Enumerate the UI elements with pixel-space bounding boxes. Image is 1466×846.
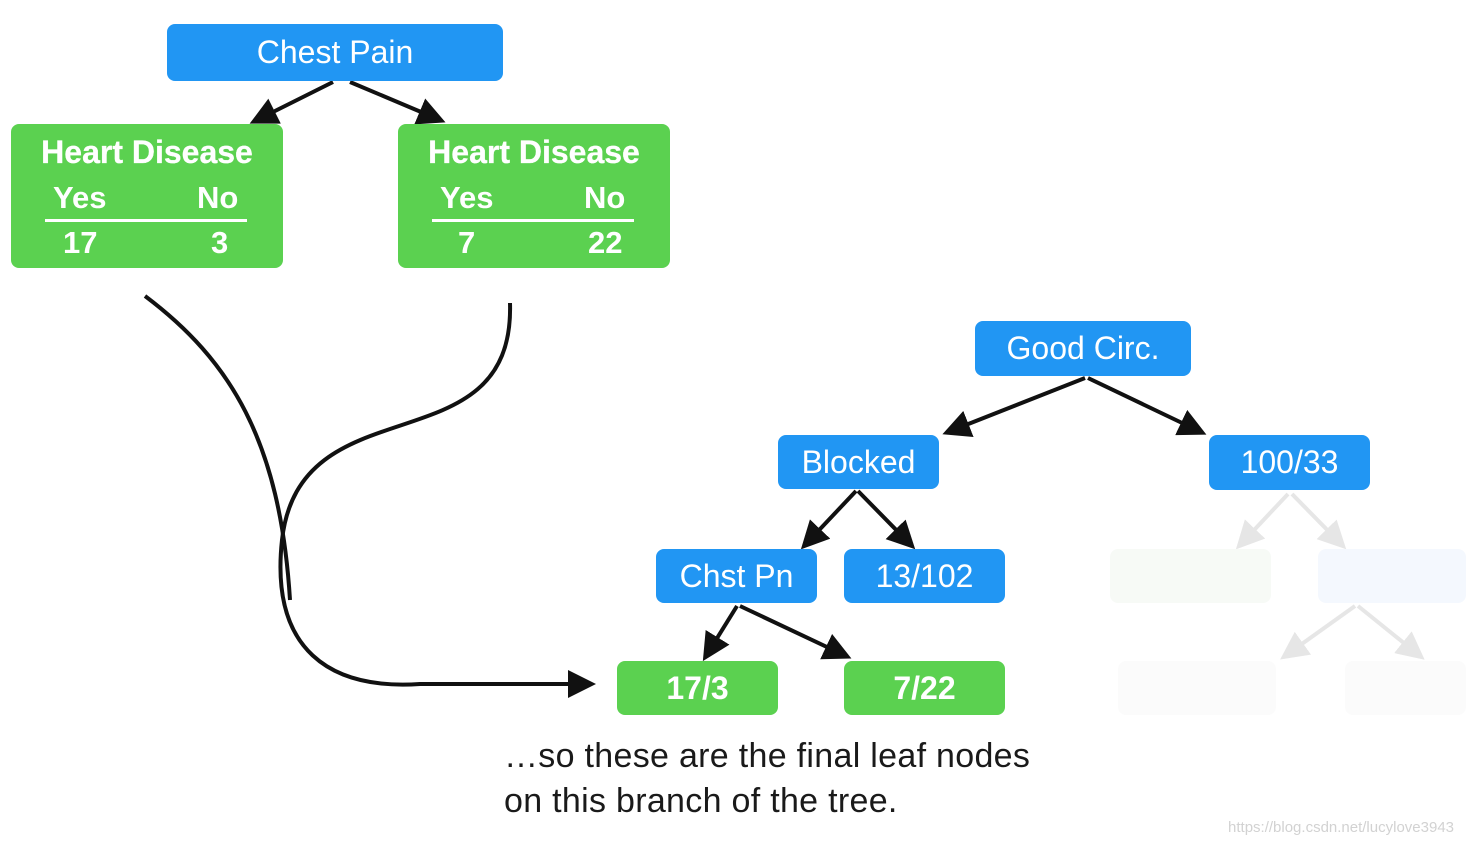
caption-line-1: …so these are the final leaf nodes: [504, 737, 1031, 775]
left-leaf-yes-count: 17: [63, 225, 98, 260]
chst-pn-label: Chst Pn: [679, 557, 794, 594]
chest-pain-root-label: Chest Pain: [256, 34, 414, 70]
right-leaf-yes-count: 7: [458, 225, 476, 260]
ghost-node-1: [1110, 549, 1271, 603]
good-circ-root-node: Good Circ.: [975, 321, 1191, 376]
arrow-chst-pn-right: [739, 604, 852, 660]
chst-pn-node: Chst Pn: [656, 549, 817, 603]
right-leaf-no-count: 22: [588, 225, 623, 260]
left-leaf-heart-disease-table: Heart Disease Yes No 17 3: [11, 124, 283, 268]
blocked-label: Blocked: [801, 443, 916, 480]
left-leaf-no-label: No: [197, 180, 239, 215]
arrow-chest-pain-left: [249, 80, 334, 124]
arrow-blocked-left: [800, 489, 858, 550]
right-leaf-title: Heart Disease: [428, 134, 640, 170]
left-leaf-no-count: 3: [211, 225, 229, 260]
right-leaf-divider: [432, 219, 634, 222]
final-leaf-left-label: 17/3: [666, 669, 729, 706]
ghost-arrow-1: [1235, 492, 1290, 550]
left-leaf-title: Heart Disease: [41, 134, 253, 170]
good-circ-label: Good Circ.: [1006, 330, 1160, 366]
caption-line-2: on this branch of the tree.: [504, 782, 898, 820]
good-circ-leaf-node: 100/33: [1209, 435, 1370, 490]
curve-left-leaf: [143, 294, 292, 601]
final-leaf-left-node: 17/3: [617, 661, 778, 715]
arrow-good-circ-right: [1087, 376, 1207, 436]
right-leaf-yes-label: Yes: [440, 180, 494, 215]
ghost-node-3: [1118, 661, 1276, 715]
right-leaf-no-label: No: [584, 180, 626, 215]
ghost-node-4: [1345, 661, 1466, 715]
arrow-blocked-right: [856, 489, 916, 550]
final-leaf-right-label: 7/22: [893, 669, 956, 706]
curve-right-leaf-to-new-leaves: [278, 302, 596, 698]
ghost-arrow-2: [1290, 492, 1347, 550]
right-leaf-heart-disease-table: Heart Disease Yes No 7 22: [398, 124, 670, 268]
left-leaf-divider: [45, 219, 247, 222]
chest-pain-root-node: Chest Pain: [167, 24, 503, 81]
blocked-node: Blocked: [778, 435, 939, 489]
watermark: https://blog.csdn.net/lucylove3943: [1228, 819, 1454, 836]
blocked-leaf-node: 13/102: [844, 549, 1005, 603]
arrow-good-circ-left: [942, 376, 1086, 437]
final-leaf-right-node: 7/22: [844, 661, 1005, 715]
arrow-chst-pn-left: [702, 604, 739, 662]
ghost-node-2: [1318, 549, 1466, 603]
ghost-arrow-4: [1356, 604, 1425, 660]
good-circ-leaf-label: 100/33: [1240, 444, 1339, 480]
ghost-arrow-3: [1280, 604, 1357, 660]
caption-text: …so these are the final leaf nodes on th…: [504, 734, 1030, 824]
left-leaf-yes-label: Yes: [53, 180, 107, 215]
arrow-chest-pain-right: [349, 80, 446, 125]
blocked-leaf-label: 13/102: [875, 557, 974, 594]
